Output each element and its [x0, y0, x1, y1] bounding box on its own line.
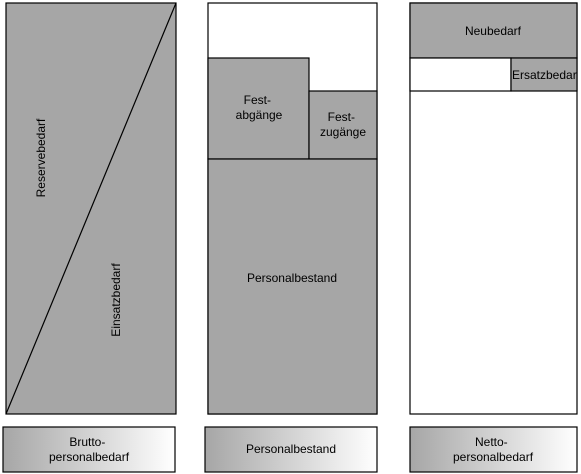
- brutto-footer-box: [2, 426, 176, 473]
- netto-footer-box: [409, 426, 578, 473]
- reservebedarf-label: Reservebedarf: [34, 118, 48, 197]
- brutto-footer-line-2: personalbedarf: [49, 450, 130, 464]
- netto-gap-block: [409, 57, 512, 92]
- fest-zugaenge-line-1: Fest-: [328, 110, 355, 124]
- bestand-footer-box: [204, 426, 378, 473]
- bestand-column: Fest- abgänge Fest- zugänge Personalbest…: [207, 2, 378, 415]
- fest-abgaenge-label: Fest- abgänge: [236, 93, 283, 122]
- fest-abgaenge-line-2: abgänge: [236, 108, 283, 122]
- ersatzbedarf-label: Ersatzbedarf: [512, 68, 581, 82]
- footer-legend: Brutto- personalbedarf Personalbestand N…: [2, 426, 578, 473]
- personalbestand-block: [207, 158, 378, 415]
- brutto-footer-line-1: Brutto-: [69, 435, 105, 449]
- einsatzbedarf-label: Einsatzbedarf: [109, 263, 123, 337]
- fest-zugaenge-block: [308, 90, 378, 160]
- brutto-diagonal-divider: [5, 2, 177, 415]
- brutto-column: Reservebedarf Einsatzbedarf: [5, 2, 177, 415]
- netto-footer-label: Netto- personalbedarf: [453, 435, 534, 464]
- fest-abgaenge-line-1: Fest-: [244, 93, 271, 107]
- fest-zugaenge-line-2: zugänge: [320, 125, 366, 139]
- netto-footer-line-1: Netto-: [475, 435, 508, 449]
- fest-zugaenge-label: Fest- zugänge: [320, 110, 366, 139]
- ersatzbedarf-block: [510, 57, 578, 92]
- bestand-footer-label: Personalbestand: [246, 442, 336, 456]
- netto-column: Neubedarf Ersatzbedarf: [409, 2, 581, 415]
- neubedarf-label: Neubedarf: [465, 24, 522, 38]
- netto-footer-line-2: personalbedarf: [453, 450, 534, 464]
- personalbestand-label: Personalbestand: [247, 271, 337, 285]
- brutto-footer-label: Brutto- personalbedarf: [49, 435, 130, 464]
